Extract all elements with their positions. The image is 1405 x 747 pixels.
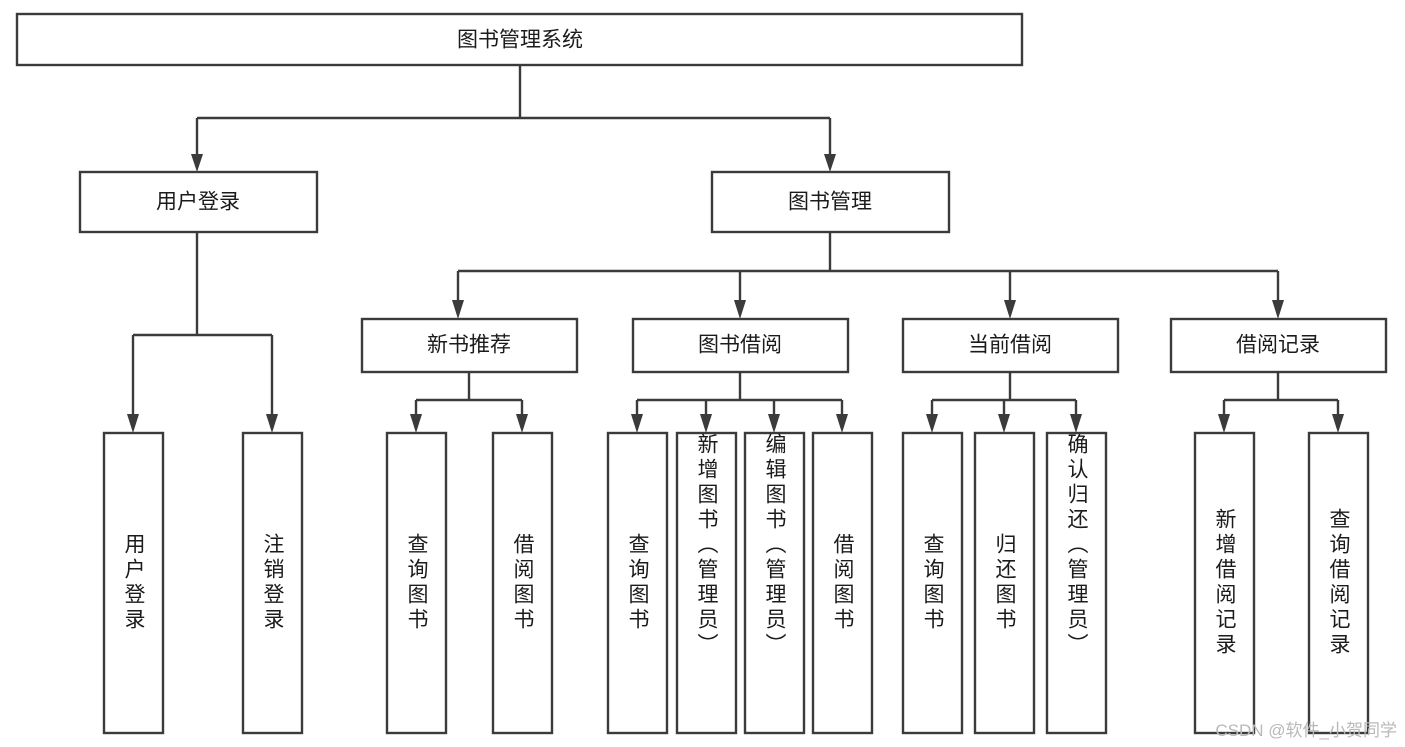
connector-root-to-level1 — [191, 65, 836, 172]
leaf-current-confirm[interactable] — [1045, 431, 1108, 735]
leaf-borrow-add[interactable] — [675, 431, 738, 735]
node-book-management-label: 图书管理 — [788, 191, 872, 214]
leaf-user-login-login[interactable] — [102, 431, 165, 735]
node-book-borrow[interactable]: 图书借阅 — [631, 317, 850, 374]
node-user-login-label: 用户登录 — [156, 191, 240, 214]
leaf-records-query[interactable] — [1307, 431, 1370, 735]
leaf-borrow-borrow[interactable] — [811, 431, 874, 735]
leaf-newbook-borrow[interactable] — [491, 431, 554, 735]
node-user-login[interactable]: 用户登录 — [78, 170, 319, 234]
node-borrow-records-label: 借阅记录 — [1236, 334, 1320, 357]
node-new-book-recommend[interactable]: 新书推荐 — [360, 317, 579, 374]
leaf-borrow-query[interactable] — [606, 431, 669, 735]
connector-current-to-leaves — [926, 372, 1082, 433]
node-new-book-recommend-label: 新书推荐 — [427, 334, 511, 357]
node-root-label: 图书管理系统 — [457, 29, 583, 52]
leaf-current-query[interactable] — [901, 431, 964, 735]
connector-newbook-to-leaves — [410, 372, 528, 433]
leaf-borrow-edit[interactable] — [743, 431, 806, 735]
connector-bookmgmt-to-level2 — [452, 232, 1284, 319]
node-book-management[interactable]: 图书管理 — [710, 170, 951, 234]
watermark-text: CSDN @软件_小贺同学 — [1215, 721, 1397, 740]
node-root[interactable]: 图书管理系统 — [15, 12, 1024, 67]
node-current-borrow[interactable]: 当前借阅 — [901, 317, 1120, 374]
leaf-newbook-query[interactable] — [385, 431, 448, 735]
leaf-user-login-logout[interactable] — [241, 431, 304, 735]
connector-borrow-to-leaves — [631, 372, 848, 433]
connector-records-to-leaves — [1218, 372, 1344, 433]
leaf-current-return[interactable] — [973, 431, 1036, 735]
node-book-borrow-label: 图书借阅 — [698, 334, 782, 357]
connector-userlogin-to-leaves — [127, 232, 278, 433]
node-borrow-records[interactable]: 借阅记录 — [1169, 317, 1388, 374]
leaf-records-add[interactable] — [1193, 431, 1256, 735]
node-current-borrow-label: 当前借阅 — [968, 334, 1052, 357]
